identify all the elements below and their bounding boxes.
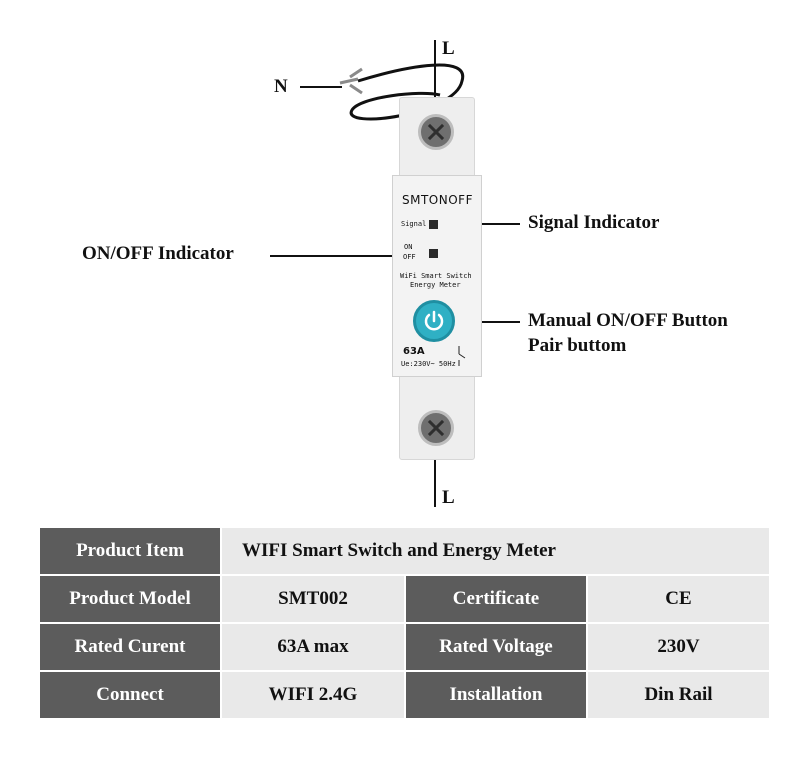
top-terminal-screw-icon [418,114,454,150]
table-row: Connect WIFI 2.4G Installation Din Rail [38,670,771,720]
device-voltage-rating: Ue:230V~ 50Hz [401,360,456,368]
onoff-leader [270,255,400,257]
spec-key-connect: Connect [38,670,222,720]
spec-key-installation: Installation [404,670,588,720]
spec-value-rated-current: 63A max [220,622,406,672]
manual-power-button[interactable] [413,300,455,342]
spec-value-rated-voltage: 230V [586,622,771,672]
button-leader [456,321,520,323]
label-neutral: N [274,76,288,97]
spec-key-certificate: Certificate [404,574,588,624]
table-row: Product Item WIFI Smart Switch and Energ… [38,526,771,576]
spec-value-installation: Din Rail [586,670,771,720]
spec-value-connect: WIFI 2.4G [220,670,406,720]
device-brand: SMTONOFF [402,193,473,207]
signal-led-icon [429,220,438,229]
device-description-line2: Energy Meter [410,281,461,289]
relay-symbol-icon [458,346,466,366]
spec-value-product-item: WIFI Smart Switch and Energy Meter [220,526,771,576]
neutral-leader [300,86,342,88]
label-line-bottom: L [442,487,455,508]
device-description-line1: WiFi Smart Switch [400,272,472,280]
device-front-panel [392,175,482,377]
label-onoff-indicator: ON/OFF Indicator [82,243,234,264]
line-top-leader [434,40,436,100]
line-bottom-leader [434,445,436,507]
onoff-led-icon [429,249,438,258]
table-row: Rated Curent 63A max Rated Voltage 230V [38,622,771,672]
label-line-top: L [442,38,455,59]
spec-table: Product Item WIFI Smart Switch and Energ… [38,526,771,720]
spec-value-product-model: SMT002 [220,574,406,624]
spec-key-rated-voltage: Rated Voltage [404,622,588,672]
bottom-terminal-screw-icon [418,410,454,446]
table-row: Product Model SMT002 Certificate CE [38,574,771,624]
off-label: OFF [403,253,416,261]
spec-key-product-model: Product Model [38,574,222,624]
device-rating: 63A [403,346,425,357]
power-icon [424,310,444,331]
label-pair-button: Pair buttom [528,335,627,356]
label-signal-indicator: Signal Indicator [528,212,660,233]
spec-key-product-item: Product Item [38,526,222,576]
on-label: ON [404,243,413,251]
spec-key-rated-current: Rated Curent [38,622,222,672]
spec-value-certificate: CE [586,574,771,624]
signal-label: Signal [401,220,427,228]
label-manual-button: Manual ON/OFF Button [528,310,728,331]
